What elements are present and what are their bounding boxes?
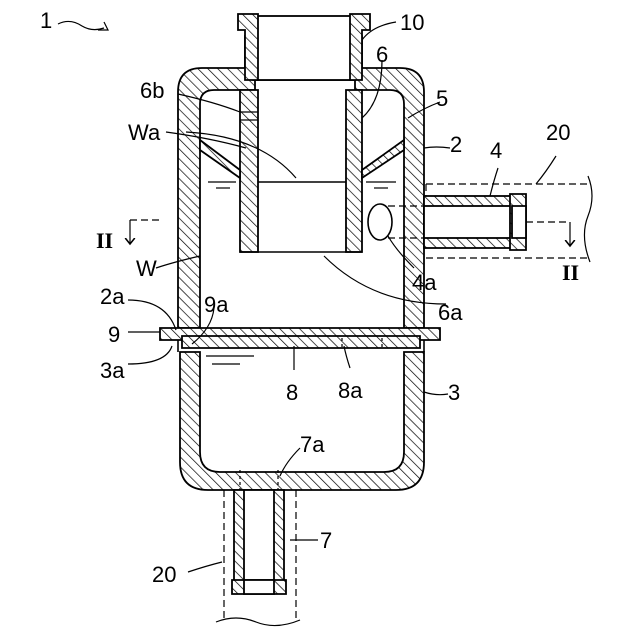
inner-pipe <box>240 90 362 252</box>
label-upper-case: 2 <box>450 132 462 157</box>
label-inner-pipe-hole: 6b <box>140 78 164 103</box>
label-hose-bottom: 20 <box>152 562 176 587</box>
cap-opening <box>253 16 355 80</box>
label-cap: 10 <box>400 10 424 35</box>
label-wa: Wa <box>128 120 161 145</box>
section-label-left: II <box>96 228 113 253</box>
label-inlet-port: 4a <box>412 270 437 295</box>
label-gasket-hole: 9a <box>204 292 229 317</box>
label-gasket: 9 <box>108 322 120 347</box>
inlet-port <box>368 204 392 240</box>
label-assembly: 1 <box>40 8 52 33</box>
section-label-right: II <box>562 260 579 285</box>
section-mark-left: II <box>96 220 160 253</box>
label-outlet-pipe: 7 <box>320 528 332 553</box>
label-hose-right: 20 <box>546 120 570 145</box>
flange-gasket <box>160 328 440 352</box>
label-pipe-bottom: 6a <box>438 300 463 325</box>
label-flange-upper: 2a <box>100 284 125 309</box>
label-lower-case: 3 <box>448 380 460 405</box>
lower-case <box>180 338 424 490</box>
label-partition-hole: 8a <box>338 378 363 403</box>
reference-labels: 1 10 6 6b 5 Wa 2 4 20 4a 6a W 2a 9a 9 3a… <box>40 8 570 587</box>
label-inlet-pipe: 4 <box>490 138 502 163</box>
label-inner-pipe: 6 <box>376 42 388 67</box>
label-partition: 8 <box>286 380 298 405</box>
section-mark-right: II <box>526 222 579 285</box>
baffles <box>200 140 404 188</box>
label-upper-cavity: 5 <box>436 86 448 111</box>
label-water: W <box>136 256 157 281</box>
label-flange-lower: 3a <box>100 358 125 383</box>
label-outlet-hole: 7a <box>300 432 325 457</box>
